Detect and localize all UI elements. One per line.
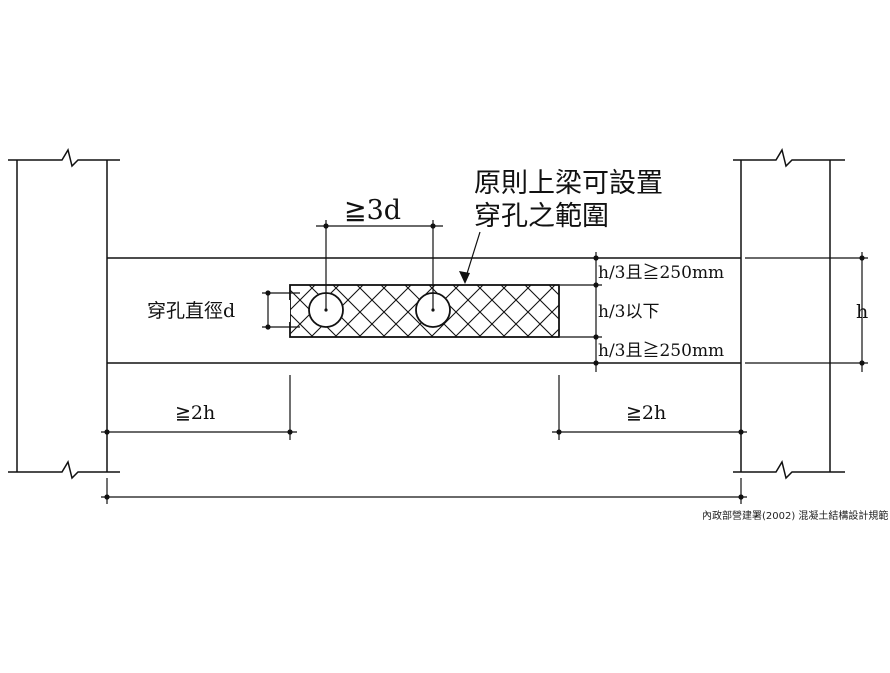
zone-dimension xyxy=(560,252,602,372)
depth-dimension xyxy=(745,252,868,372)
dimension-markers xyxy=(104,223,865,500)
span-dimension xyxy=(101,478,747,504)
beam-depth-label: h xyxy=(856,301,868,323)
left-column xyxy=(8,148,120,480)
opening-zone xyxy=(282,284,560,338)
zone-title-line2: 穿孔之範圍 xyxy=(474,201,609,232)
spacing-label: ≧3d xyxy=(344,195,401,226)
left-clear-dimension xyxy=(101,375,297,440)
spacing-dimension xyxy=(316,220,443,310)
bottom-zone-label: h/3且≧250mm xyxy=(598,341,724,361)
top-zone-label: h/3且≧250mm xyxy=(598,263,724,283)
right-clear-label: ≧2h xyxy=(626,402,666,424)
source-credit: 內政部營建署(2002) 混凝土結構設計規範 xyxy=(702,509,888,522)
beam xyxy=(107,257,741,364)
zone-leader xyxy=(464,231,481,281)
zone-title-line1: 原則上梁可設置 xyxy=(474,168,663,199)
left-clear-label: ≧2h xyxy=(175,402,215,424)
right-column xyxy=(733,148,845,480)
middle-zone-label: h/3以下 xyxy=(598,302,660,322)
zone-leader-arrow xyxy=(459,271,470,284)
right-clear-dimension xyxy=(552,375,747,440)
hole-diameter-label: 穿孔直徑d xyxy=(147,300,235,322)
